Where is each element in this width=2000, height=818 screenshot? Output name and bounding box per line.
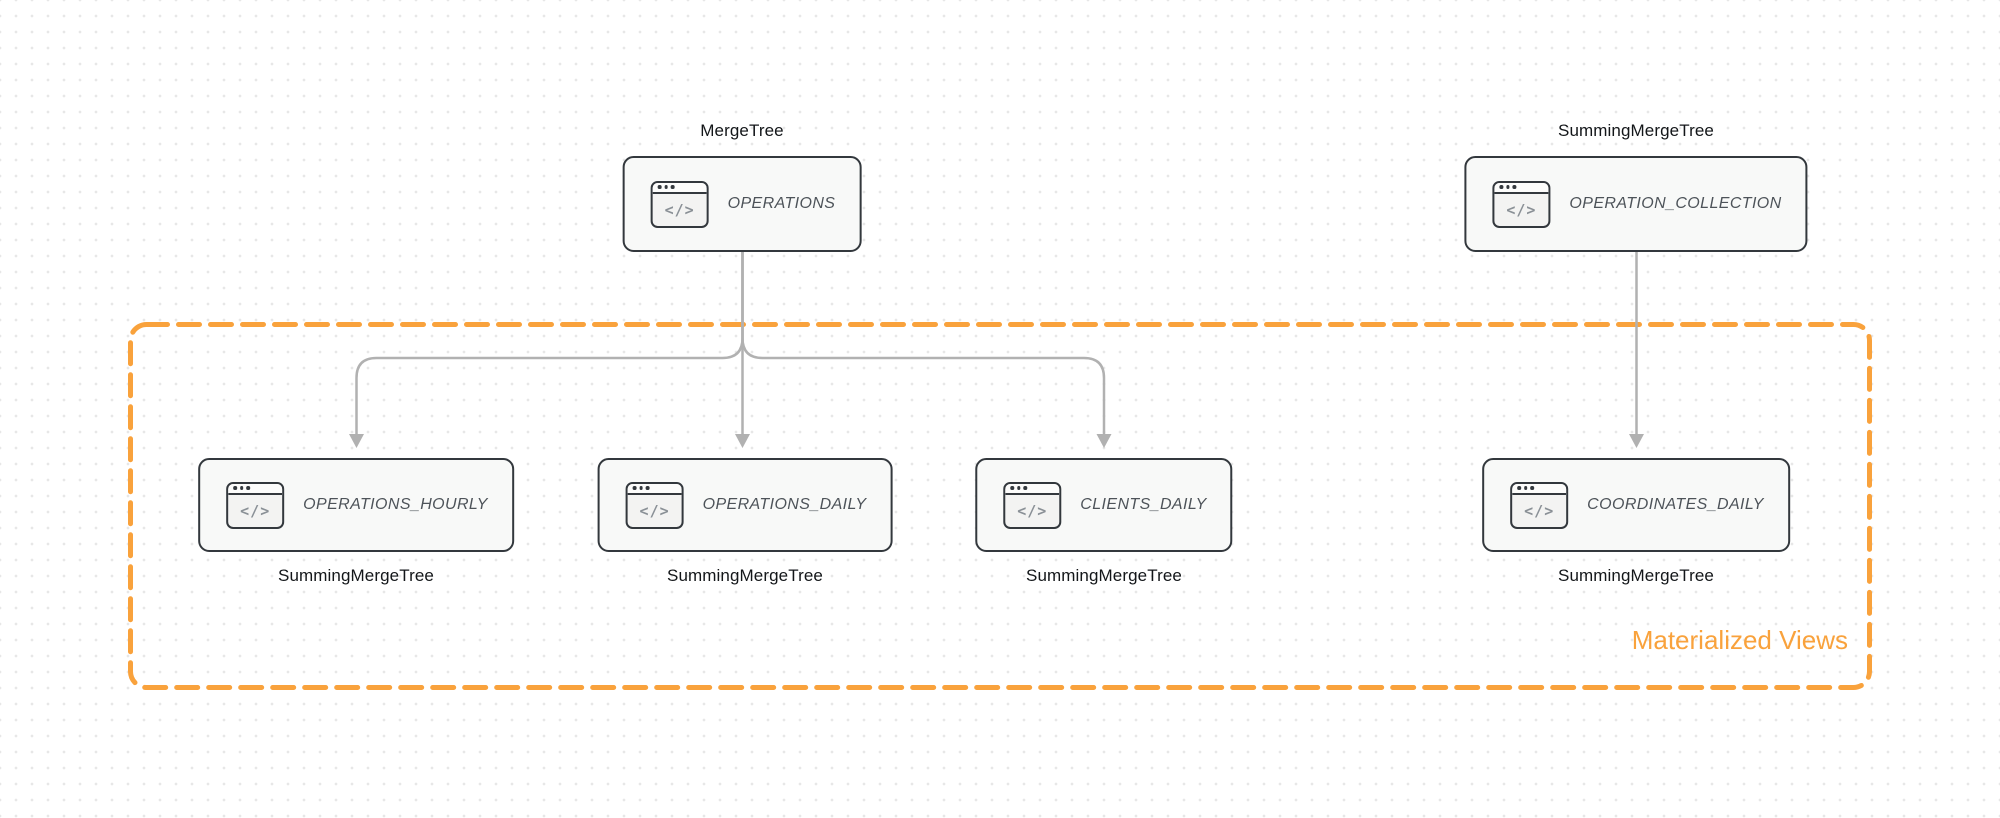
window-dot-icon bbox=[1512, 185, 1516, 189]
window-dot-icon bbox=[239, 486, 244, 490]
node-title: OPERATION_COLLECTION bbox=[1569, 195, 1782, 212]
code-glyph: </> bbox=[240, 501, 271, 520]
engine-label: SummingMergeTree bbox=[278, 566, 434, 585]
engine-label: SummingMergeTree bbox=[1558, 121, 1714, 140]
materialized-views-label: Materialized Views bbox=[1631, 625, 1848, 655]
node-title: OPERATIONS_HOURLY bbox=[303, 496, 488, 513]
engine-label: SummingMergeTree bbox=[1026, 566, 1182, 585]
engine-label: MergeTree bbox=[700, 121, 784, 140]
engine-label: SummingMergeTree bbox=[667, 566, 823, 585]
node-group-operations-hourly: </> OPERATIONS_HOURLY SummingMergeTree bbox=[198, 458, 514, 587]
window-dot-icon bbox=[1023, 486, 1027, 490]
window-dot-icon bbox=[639, 486, 643, 490]
code-glyph: </> bbox=[1506, 200, 1537, 219]
window-dot-icon bbox=[664, 185, 668, 189]
engine-label: SummingMergeTree bbox=[1558, 566, 1714, 585]
node-clients-daily[interactable]: </> CLIENTS_DAILY bbox=[975, 458, 1233, 552]
window-dots bbox=[1512, 483, 1567, 495]
code-window-icon: </> bbox=[650, 180, 709, 228]
window-dot-icon bbox=[1530, 486, 1534, 490]
node-operations-daily[interactable]: </> OPERATIONS_DAILY bbox=[597, 458, 893, 552]
edge-operations-to-clients-daily bbox=[741, 252, 1106, 436]
window-dot-icon bbox=[1523, 486, 1528, 490]
code-window-icon: </> bbox=[1003, 481, 1062, 529]
code-glyph: </> bbox=[664, 200, 695, 219]
node-operations[interactable]: </> OPERATIONS bbox=[622, 156, 862, 252]
node-group-clients-daily: </> CLIENTS_DAILY SummingMergeTree bbox=[975, 458, 1233, 587]
window-dot-icon bbox=[233, 486, 237, 490]
window-dot-icon bbox=[246, 486, 250, 490]
node-title: CLIENTS_DAILY bbox=[1080, 496, 1207, 513]
code-window-icon: </> bbox=[625, 481, 684, 529]
window-dots bbox=[1494, 182, 1549, 194]
code-window-icon: </> bbox=[1492, 180, 1551, 228]
window-dots bbox=[1005, 483, 1060, 495]
edge-operations-to-operations-hourly bbox=[355, 252, 744, 436]
node-operations-hourly[interactable]: </> OPERATIONS_HOURLY bbox=[198, 458, 514, 552]
window-dot-icon bbox=[1010, 486, 1014, 490]
code-window-icon: </> bbox=[226, 481, 285, 529]
node-operation-collection[interactable]: </> OPERATION_COLLECTION bbox=[1464, 156, 1808, 252]
window-dot-icon bbox=[1499, 185, 1503, 189]
window-dots bbox=[652, 182, 707, 194]
arrowhead-icon bbox=[1629, 434, 1644, 448]
window-dots bbox=[228, 483, 283, 495]
window-dot-icon bbox=[645, 486, 650, 490]
node-title: COORDINATES_DAILY bbox=[1587, 496, 1764, 513]
code-glyph: </> bbox=[1524, 501, 1555, 520]
node-group-coordinates-daily: </> COORDINATES_DAILY SummingMergeTree bbox=[1482, 458, 1790, 587]
node-title: OPERATIONS bbox=[727, 195, 836, 212]
node-group-operations: MergeTree </> OPERATIONS bbox=[622, 120, 862, 252]
node-group-operation-collection: SummingMergeTree </> OPERATION_COLLECTIO… bbox=[1464, 120, 1808, 252]
window-dot-icon bbox=[632, 486, 637, 490]
window-dots bbox=[627, 483, 682, 495]
window-dot-icon bbox=[1016, 486, 1021, 490]
arrowhead-icon bbox=[1096, 434, 1112, 448]
code-window-icon: </> bbox=[1510, 481, 1569, 529]
arrowhead-icon bbox=[349, 434, 364, 448]
node-group-operations-daily: </> OPERATIONS_DAILY SummingMergeTree bbox=[597, 458, 893, 587]
window-dot-icon bbox=[1505, 185, 1510, 189]
window-dot-icon bbox=[670, 185, 675, 189]
window-dot-icon bbox=[657, 185, 662, 189]
arrowhead-icon bbox=[735, 434, 750, 448]
code-glyph: </> bbox=[639, 501, 670, 520]
node-coordinates-daily[interactable]: </> COORDINATES_DAILY bbox=[1482, 458, 1790, 552]
code-glyph: </> bbox=[1017, 501, 1048, 520]
node-title: OPERATIONS_DAILY bbox=[702, 496, 867, 513]
window-dot-icon bbox=[1517, 486, 1521, 490]
